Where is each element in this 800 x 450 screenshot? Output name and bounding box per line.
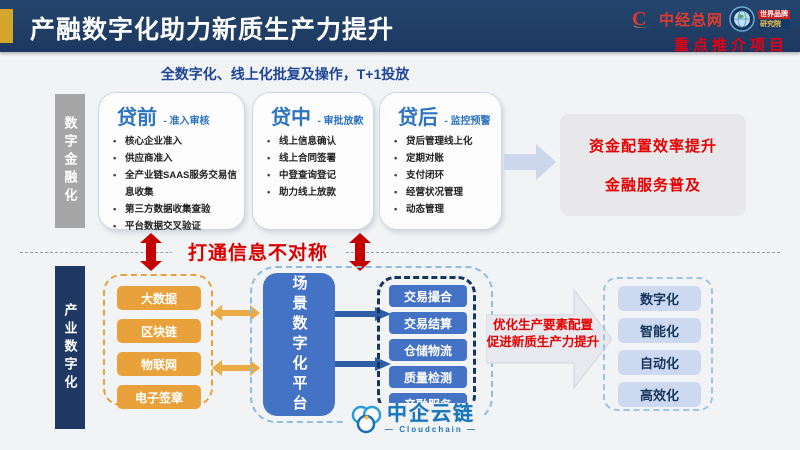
list-item: 经营状况管理 [390, 184, 495, 201]
big-right-arrow [486, 288, 612, 390]
double-horizontal-arrow-icon [212, 305, 260, 321]
list-item: 助力线上放款 [263, 184, 367, 201]
card-item-list: 贷后管理线上化 定期对账 支付闭环 经营状况管理 动态管理 [390, 133, 495, 218]
svg-text:C: C [632, 8, 646, 30]
card-item-list: 线上信息确认 线上合同签署 中登查询登记 助力线上放款 [263, 133, 367, 201]
double-horizontal-arrow-icon [212, 360, 260, 376]
result-item: 自动化 [618, 350, 701, 375]
card-mid-loan: 贷中 - 审批放款 线上信息确认 线上合同签署 中登查询登记 助力线上放款 [252, 92, 374, 230]
card-header: 贷前 - 准入审核 [109, 101, 238, 130]
finance-side-label: 数字金融化 [55, 94, 85, 228]
card-header: 贷后 - 监控预警 [390, 101, 495, 130]
card-title: 贷前 [117, 107, 157, 129]
card-tag: - 监控预警 [444, 116, 491, 127]
service-item: 交易撮合 [389, 285, 467, 307]
platform-label: 场景数字化平台 [290, 274, 308, 415]
list-item: 供应商准入 [109, 150, 238, 167]
result-group-box: 数字化 智能化 自动化 高效化 [603, 277, 713, 411]
card-header: 贷中 - 审批放款 [263, 101, 367, 130]
title-accent-bar [0, 9, 13, 43]
card-tag: - 准入审核 [163, 116, 210, 127]
worldbrand-line2: 研究院 [758, 19, 790, 29]
card-title: 贷后 [398, 107, 438, 129]
cloudchain-icon [351, 405, 382, 434]
service-item: 交易结算 [389, 312, 467, 334]
cloudchain-subname: — Cloudchain — [385, 425, 477, 434]
industry-side-label: 产业数字化 [55, 266, 85, 429]
list-item: 支付闭环 [390, 167, 495, 184]
zhongjing-logo-text: 中经总网 [658, 11, 723, 29]
service-item: 质量检测 [389, 366, 467, 388]
list-item: 动态管理 [390, 201, 495, 218]
double-vertical-arrow-icon [140, 233, 162, 271]
result-item: 数字化 [618, 286, 701, 311]
cloudchain-text: 中企云链 — Cloudchain — [385, 403, 477, 434]
finance-outcome-box: 资金配置效率提升 金融服务普及 [560, 114, 746, 216]
tech-group-box: 大数据 区块链 物联网 电子签章 [103, 274, 213, 409]
worldbrand-text: 世界品牌 研究院 [758, 9, 790, 29]
tech-item: 电子签章 [117, 385, 201, 409]
tech-item: 区块链 [117, 319, 201, 343]
card-tag: - 审批放款 [317, 116, 364, 127]
page-title: 产融数字化助力新质生产力提升 [30, 16, 395, 44]
industry-outcome-text: 优化生产要素配置 促进新质生产力提升 [480, 317, 606, 351]
platform-box: 场景数字化平台 [263, 273, 335, 416]
card-post-loan: 贷后 - 监控预警 贷后管理线上化 定期对账 支付闭环 经营状况管理 动态管理 [379, 92, 502, 230]
card-item-list: 核心企业准入 供应商准入 全产业链SAAS服务交易信息收集 第三方数据收集查验 … [109, 133, 238, 235]
list-item: 中登查询登记 [263, 167, 367, 184]
tech-item: 大数据 [117, 286, 201, 310]
header-logos: C 中经总网 世界品牌 研究院 [630, 6, 790, 32]
service-group-box: 交易撮合 交易结算 仓储物流 质量检测 产融服务 [377, 276, 476, 415]
list-item: 线上信息确认 [263, 133, 367, 150]
result-item: 智能化 [618, 318, 701, 343]
divider-label: 打通信息不对称 [172, 238, 344, 265]
zhongjing-c-icon: C [632, 8, 653, 30]
globe-icon [729, 6, 755, 32]
finance-subtitle: 全数字化、线上化批复及操作，T+1投放 [160, 66, 410, 82]
finance-outcome-line1: 资金配置效率提升 [588, 138, 717, 155]
worldbrand-logo: 世界品牌 研究院 [729, 6, 790, 32]
list-item: 全产业链SAAS服务交易信息收集 [109, 167, 238, 201]
industry-outcome-line1: 优化生产要素配置 [492, 318, 593, 332]
list-item: 核心企业准入 [109, 133, 238, 150]
list-item: 第三方数据收集查验 [109, 201, 238, 218]
card-title: 贷中 [271, 107, 311, 129]
tech-item: 物联网 [117, 352, 201, 376]
section-divider [20, 252, 780, 253]
double-vertical-arrow-icon [349, 233, 371, 271]
right-arrow-icon [504, 144, 556, 180]
card-pre-loan: 贷前 - 准入审核 核心企业准入 供应商准入 全产业链SAAS服务交易信息收集 … [98, 92, 245, 235]
zhongjing-logo: C 中经总网 [630, 7, 723, 31]
list-item: 定期对账 [390, 150, 495, 167]
header-bar: 产融数字化助力新质生产力提升 C 中经总网 世界品牌 [0, 0, 800, 54]
cloudchain-logo: 中企云链 — Cloudchain — [343, 403, 483, 435]
list-item: 平台数据交叉验证 [109, 218, 238, 235]
result-item: 高效化 [618, 382, 701, 407]
cloudchain-name: 中企云链 [387, 403, 475, 425]
finance-outcome-line2: 金融服务普及 [604, 177, 701, 194]
promo-banner: 重点推介项目 [673, 37, 788, 54]
list-item: 线上合同签署 [263, 150, 367, 167]
industry-outcome-line2: 促进新质生产力提升 [486, 335, 600, 349]
service-item: 仓储物流 [389, 339, 467, 361]
worldbrand-line1: 世界品牌 [758, 9, 790, 19]
list-item: 贷后管理线上化 [390, 133, 495, 150]
